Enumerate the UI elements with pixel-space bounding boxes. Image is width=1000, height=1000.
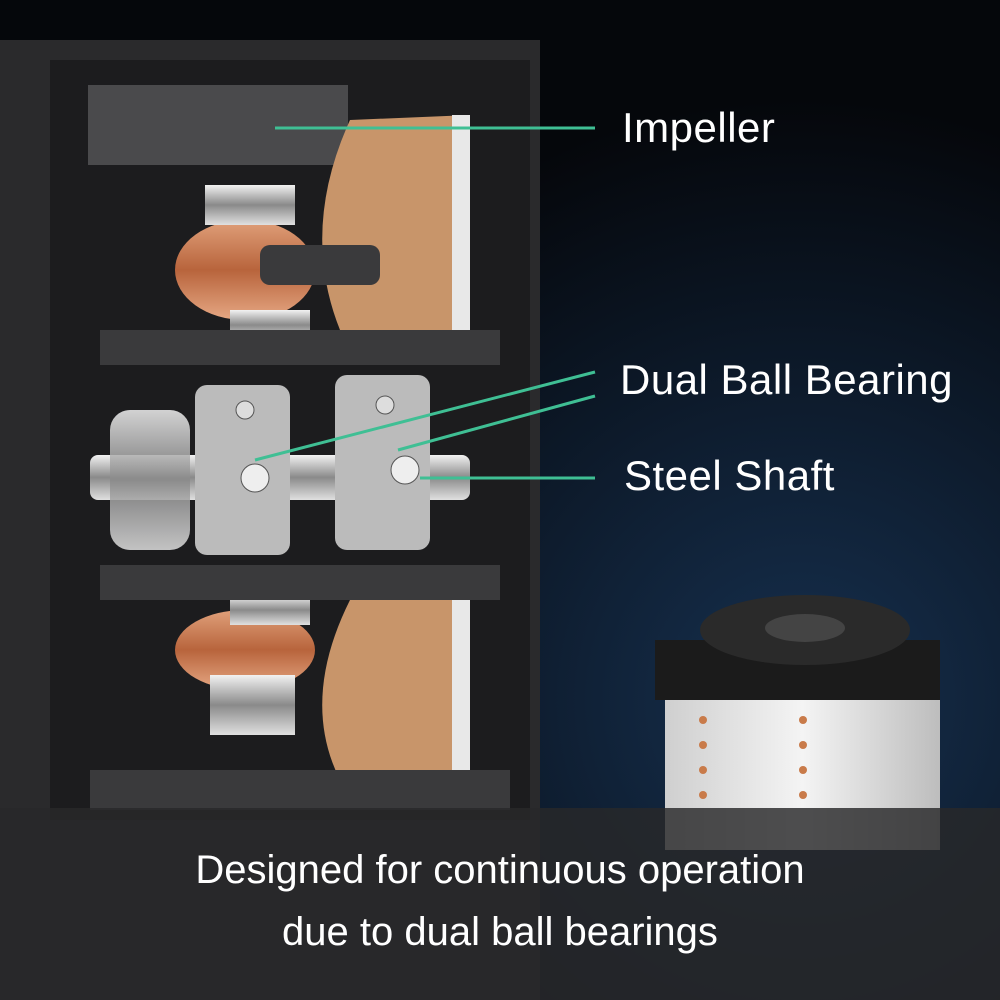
bearing-leader-line-1 (254, 370, 596, 462)
bearing-assembly (90, 375, 470, 555)
impeller-blade-bottom (322, 580, 470, 780)
caption-line-2: due to dual ball bearings (282, 910, 718, 954)
caption-band: Designed for continuous operation due to… (0, 808, 1000, 1000)
copper-coil-bottom (175, 610, 315, 690)
caption-line-1: Designed for continuous operation (195, 848, 805, 892)
impeller-label: Impeller (622, 104, 776, 151)
ball-bearing-2 (335, 375, 430, 550)
dual-ball-bearing-label: Dual Ball Bearing (620, 356, 954, 403)
bearing-leader-line-2 (397, 394, 596, 452)
impeller-blade-top (322, 115, 470, 330)
ball-bearing-1 (195, 385, 290, 555)
steel-shaft-label: Steel Shaft (624, 452, 835, 499)
spring (110, 410, 190, 550)
impeller-block (88, 85, 348, 165)
